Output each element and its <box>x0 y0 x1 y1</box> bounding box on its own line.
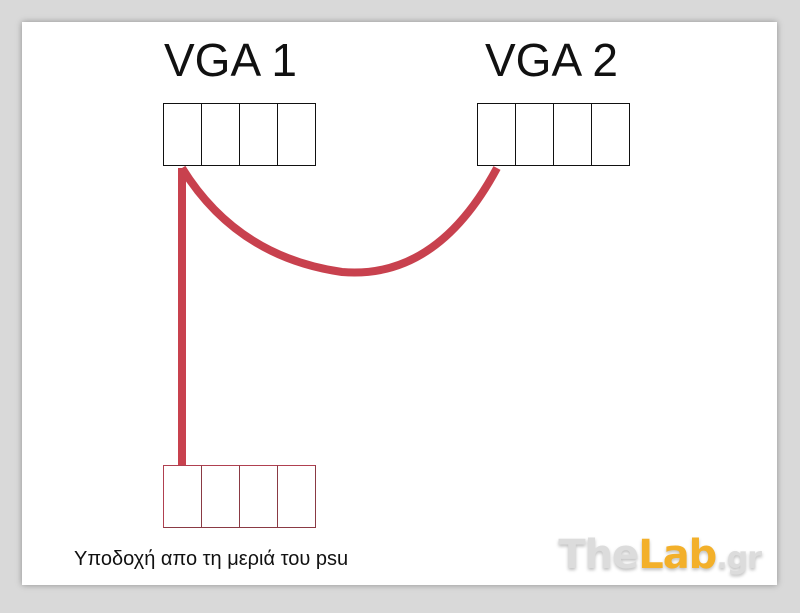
cable-diagram <box>178 165 501 465</box>
diagram-canvas: VGA 1 VGA 2 Υποδοχή απο τη μεριά του psu… <box>22 22 777 585</box>
connector-pin <box>163 103 202 166</box>
watermark-part-2: Lab <box>638 532 717 578</box>
cable-vga1-to-vga2 <box>178 165 501 277</box>
vga2-connector <box>477 103 630 166</box>
connector-pin <box>516 103 554 166</box>
connector-pin <box>240 465 278 528</box>
connector-pin <box>240 103 278 166</box>
watermark-part-1: The <box>558 532 639 578</box>
connector-pin <box>278 465 316 528</box>
connector-pin <box>202 103 240 166</box>
connector-pin <box>163 465 202 528</box>
thelab-watermark-logo: TheLab.gr <box>558 532 762 578</box>
psu-connector-label: Υποδοχή απο τη μεριά του psu <box>74 548 349 570</box>
connector-pin <box>592 103 630 166</box>
vga1-title: VGA 1 <box>164 34 297 86</box>
connector-pin <box>202 465 240 528</box>
vga2-title: VGA 2 <box>485 34 618 86</box>
watermark-part-3: .gr <box>716 541 762 576</box>
connector-pin <box>477 103 516 166</box>
connector-pin <box>278 103 316 166</box>
connector-pin <box>554 103 592 166</box>
vga1-connector <box>163 103 316 166</box>
psu-connector <box>163 465 316 528</box>
